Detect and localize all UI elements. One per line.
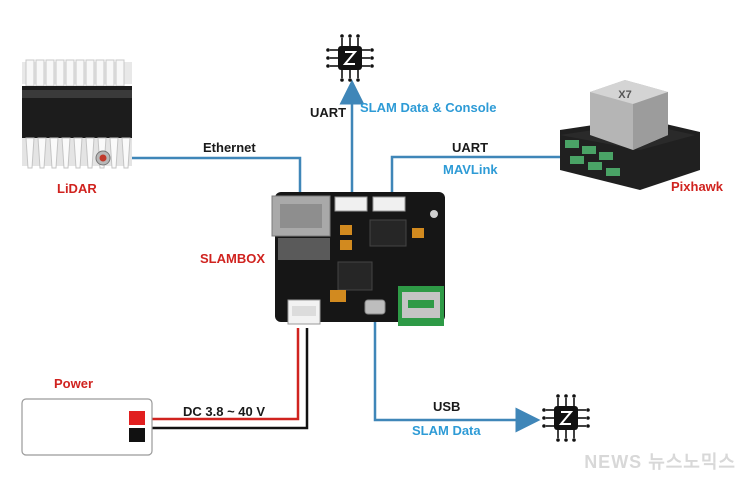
mavlink-wire <box>390 155 565 196</box>
slam-data-label: SLAM Data <box>412 423 481 438</box>
lidar-device <box>22 59 132 169</box>
usb-label: USB <box>433 399 461 414</box>
power-label: Power <box>54 376 94 391</box>
chip-icon-bottom <box>542 394 590 442</box>
pixhawk-device: X7 <box>560 80 700 190</box>
slambox-board <box>271 192 445 326</box>
watermark: NEWS 뉴스노믹스 <box>584 452 736 472</box>
pixhawk-label: Pixhawk <box>671 179 724 194</box>
lidar-label: LiDAR <box>57 181 97 196</box>
dc-voltage-label: DC 3.8 ~ 40 V <box>183 404 266 419</box>
slam-console-label: SLAM Data & Console <box>360 100 497 115</box>
slambox-label: SLAMBOX <box>200 251 265 266</box>
usb-wire <box>373 322 541 433</box>
power-black-wire <box>152 328 309 430</box>
pixhawk-model-text: X7 <box>618 89 631 101</box>
uart-pixhawk-label: UART <box>452 140 489 155</box>
power-supply <box>21 398 153 456</box>
ethernet-label: Ethernet <box>203 140 256 155</box>
ethernet-wire <box>118 156 302 195</box>
uart-top-label: UART <box>310 105 347 120</box>
chip-icon-top <box>326 34 374 82</box>
mavlink-label: MAVLink <box>443 162 498 177</box>
power-red-wire <box>152 328 300 421</box>
